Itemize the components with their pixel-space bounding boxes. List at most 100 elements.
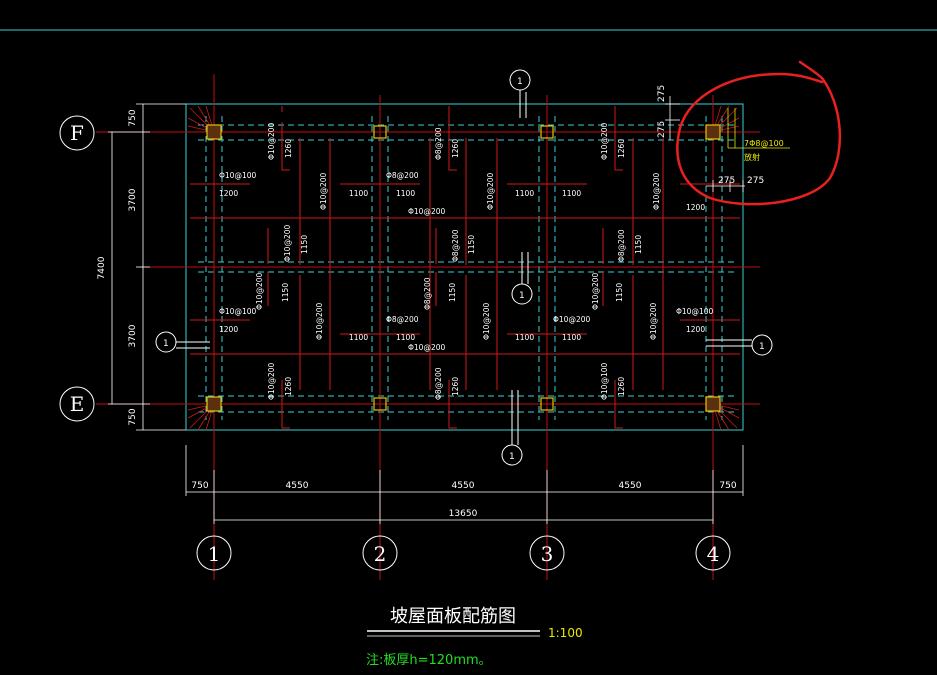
- dim-label: 750: [128, 408, 138, 425]
- rebar-label: Φ10@200: [553, 315, 590, 324]
- rebar-label: Φ10@200: [591, 273, 600, 310]
- rebar-label: Φ8@200: [434, 367, 443, 400]
- drawing-scale: 1:100: [548, 626, 583, 640]
- dim-total-label: 13650: [449, 509, 478, 519]
- rebar-label: Φ10@200: [267, 123, 276, 160]
- section-mark-label: 1: [759, 342, 765, 352]
- length-label: 1100: [515, 333, 534, 342]
- rebar-label: Φ10@200: [319, 173, 328, 210]
- length-label: 1260: [284, 139, 293, 158]
- dim-label: 275: [657, 85, 667, 102]
- length-label: 1100: [349, 189, 368, 198]
- rebar-label: Φ10@200: [315, 303, 324, 340]
- rebar-label: Φ10@100: [219, 171, 256, 180]
- grid-axis-lines: [96, 74, 760, 580]
- length-label: 1100: [349, 333, 368, 342]
- dim-label: 750: [719, 481, 736, 491]
- dim-total-label: 7400: [97, 256, 107, 279]
- dim-label: 275: [718, 176, 735, 186]
- rebar-label: Φ10@200: [649, 303, 658, 340]
- section-mark-label: 1: [517, 77, 523, 87]
- axis-label-1: 1: [208, 542, 221, 566]
- rebar-lines: [190, 106, 740, 429]
- length-label: 1100: [515, 189, 534, 198]
- callout-leader: [727, 108, 790, 149]
- axis-label-F: F: [70, 121, 84, 145]
- corner-detail-dim-lines: [665, 96, 745, 192]
- section-marks: [155, 69, 773, 466]
- length-label: 1150: [634, 235, 643, 254]
- rebar-labels: Φ10@100 Φ8@200 Φ10@200 Φ10@100 Φ8@200 Φ1…: [219, 171, 713, 352]
- rebar-label: Φ8@200: [451, 229, 460, 262]
- left-dimension-labels: 750 3700 3700 750 7400: [97, 109, 138, 425]
- rebar-label: Φ8@200: [423, 277, 432, 310]
- dim-label: 275: [657, 121, 667, 138]
- rebar-label: Φ10@200: [486, 173, 495, 210]
- axis-label-4: 4: [707, 542, 720, 566]
- rebar-label: Φ10@100: [600, 363, 609, 400]
- rebar-label: Φ8@200: [434, 127, 443, 160]
- length-label: 1100: [562, 189, 581, 198]
- axis-bubbles: [59, 115, 731, 571]
- highlight-circle: [676, 60, 842, 206]
- beam-lines: [198, 116, 735, 420]
- section-mark-label: 1: [509, 452, 515, 462]
- drawing-note: 注:板厚h=120mm。: [366, 653, 492, 668]
- rebar-label: Φ8@200: [386, 315, 419, 324]
- rebar-label: Φ10@200: [283, 225, 292, 262]
- dim-label: 275: [747, 176, 764, 186]
- axis-label-3: 3: [541, 542, 554, 566]
- drawing-title: 坡屋面板配筋图: [390, 606, 516, 627]
- length-label: 1100: [396, 189, 415, 198]
- rebar-label: Φ10@200: [652, 173, 661, 210]
- length-label: 1260: [451, 139, 460, 158]
- dim-label: 4550: [619, 481, 642, 491]
- length-label: 1150: [281, 283, 290, 302]
- length-label: 1260: [451, 377, 460, 396]
- length-label: 1200: [219, 325, 238, 334]
- rebar-label: Φ10@100: [219, 307, 256, 316]
- rebar-labels-vertical: Φ10@200 Φ8@200 Φ10@200 Φ10@200 Φ10@200 Φ…: [255, 123, 661, 400]
- length-label: 1100: [396, 333, 415, 342]
- length-label: 1150: [300, 235, 309, 254]
- axis-label-2: 2: [374, 542, 387, 566]
- corner-detail-dim-labels: 275 275 275 275: [657, 85, 764, 186]
- axis-label-E: E: [70, 392, 85, 416]
- length-label: 1200: [686, 203, 705, 212]
- rebar-label: Φ10@200: [600, 123, 609, 160]
- length-label: 1260: [617, 139, 626, 158]
- rebar-label: Φ10@200: [408, 207, 445, 216]
- dim-label: 750: [191, 481, 208, 491]
- length-label: 1200: [219, 189, 238, 198]
- length-label: 1100: [562, 333, 581, 342]
- rebar-label: Φ10@100: [676, 307, 713, 316]
- dim-label: 4550: [452, 481, 475, 491]
- dim-label: 750: [128, 109, 138, 126]
- bottom-dimension-lines: [185, 445, 744, 524]
- length-label: 1150: [615, 283, 624, 302]
- callout-rebar-text: 7Φ8@100: [744, 139, 784, 148]
- rebar-lengths: 1200 1100 1100 1100 1100 1200 1200 1100 …: [219, 139, 705, 396]
- length-label: 1260: [284, 377, 293, 396]
- bottom-dimension-labels: 750 4550 4550 4550 750 13650: [191, 481, 736, 519]
- rebar-label: Φ10@200: [408, 343, 445, 352]
- rebar-label: Φ10@200: [255, 273, 264, 310]
- length-label: 1200: [686, 325, 705, 334]
- rebar-label: Φ8@200: [617, 229, 626, 262]
- length-label: 1150: [467, 235, 476, 254]
- rebar-label: Φ10@200: [267, 363, 276, 400]
- axis-bubble-labels: F E 1 2 3 4: [70, 121, 720, 566]
- left-dimension-lines: [108, 103, 186, 431]
- dim-label: 4550: [286, 481, 309, 491]
- section-mark-labels: 1 1 1 1 1: [163, 77, 765, 462]
- dim-label: 3700: [128, 324, 138, 347]
- callout-note-text: 放射: [744, 152, 760, 162]
- rebar-label: Φ8@200: [386, 171, 419, 180]
- length-label: 1150: [448, 283, 457, 302]
- rebar-label: Φ10@200: [482, 303, 491, 340]
- section-mark-label: 1: [163, 339, 169, 349]
- length-label: 1260: [617, 377, 626, 396]
- section-mark-label: 1: [519, 291, 525, 301]
- dim-label: 3700: [128, 188, 138, 211]
